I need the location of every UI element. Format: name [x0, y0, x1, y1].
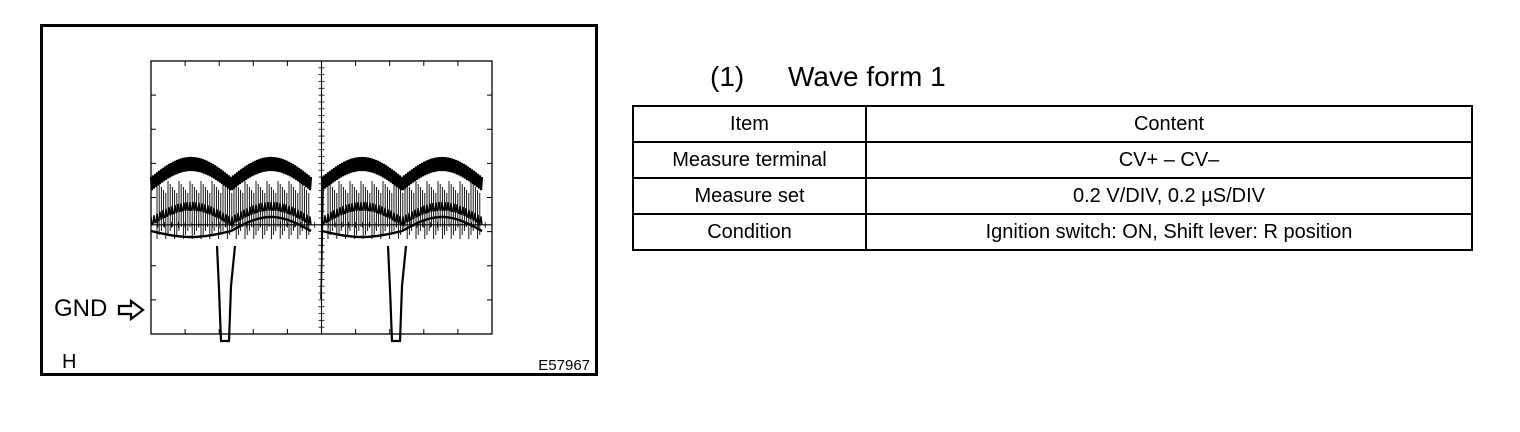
table-row: Condition Ignition switch: ON, Shift lev… [632, 213, 1473, 251]
hollow-right-arrow-icon [117, 299, 145, 321]
oscilloscope-figure: GND H E57967 [40, 24, 598, 376]
spec-table: Item Content Measure terminal CV+ – CV– … [632, 105, 1473, 251]
oscilloscope-screen [149, 60, 493, 343]
waveform-trace [149, 156, 484, 343]
row-item: Measure terminal [632, 141, 867, 179]
row-content: 0.2 V/DIV, 0.2 µS/DIV [865, 177, 1473, 215]
header-content: Content [865, 105, 1473, 143]
row-item: Measure set [632, 177, 867, 215]
section-number: (1) [710, 61, 745, 92]
table-header-row: Item Content [632, 105, 1473, 143]
table-row: Measure set 0.2 V/DIV, 0.2 µS/DIV [632, 177, 1473, 215]
section-heading: (1) Wave form 1 [710, 60, 946, 94]
row-content: CV+ – CV– [865, 141, 1473, 179]
figure-id: E57967 [538, 357, 590, 374]
section-title: Wave form 1 [788, 61, 946, 92]
row-item: Condition [632, 213, 867, 251]
table-row: Measure terminal CV+ – CV– [632, 141, 1473, 179]
ground-label: GND [54, 295, 108, 322]
horizontal-axis-label: H [62, 351, 77, 373]
row-content: Ignition switch: ON, Shift lever: R posi… [865, 213, 1473, 251]
header-item: Item [632, 105, 867, 143]
